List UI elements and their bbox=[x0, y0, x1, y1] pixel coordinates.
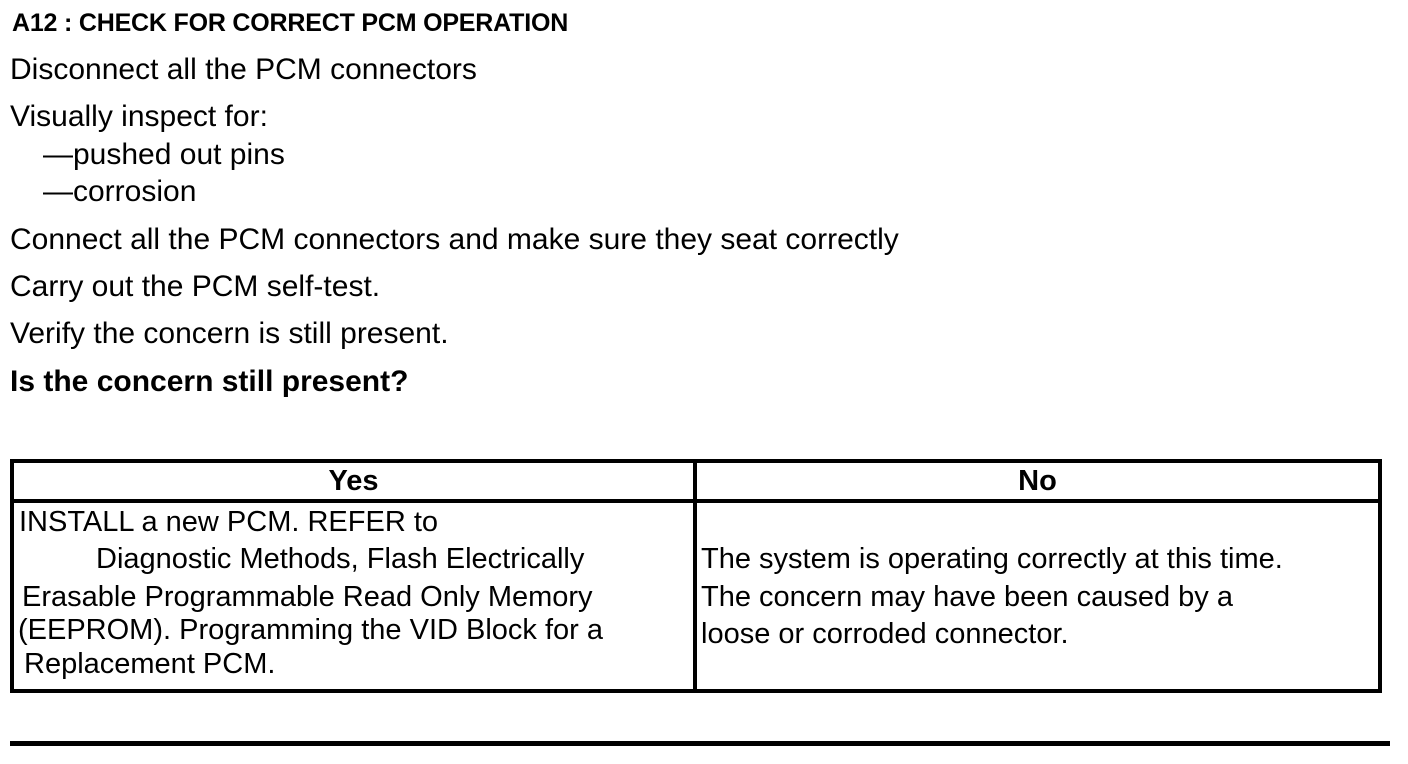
no-action-cell: The system is operating correctly at thi… bbox=[693, 499, 1382, 693]
no-action-line: The concern may have been caused by a bbox=[701, 581, 1233, 613]
step-connect: Connect all the PCM connectors and make … bbox=[10, 223, 899, 256]
yes-action-line: Diagnostic Methods, Flash Electrically bbox=[96, 543, 585, 575]
yes-action-cell: INSTALL a new PCM. REFER to Diagnostic M… bbox=[10, 499, 697, 693]
decision-question: Is the concern still present? bbox=[10, 365, 409, 398]
inspect-item-pins: —pushed out pins bbox=[43, 138, 285, 171]
yes-action-line: Erasable Programmable Read Only Memory bbox=[22, 581, 593, 613]
decision-header-row: Yes No bbox=[10, 459, 1382, 503]
yes-action-line: Replacement PCM. bbox=[24, 648, 276, 680]
step-inspect: Visually inspect for: bbox=[10, 100, 268, 133]
no-action-line: loose or corroded connector. bbox=[701, 618, 1069, 650]
step-verify: Verify the concern is still present. bbox=[10, 317, 449, 350]
section-divider bbox=[10, 741, 1390, 746]
decision-table: Yes No INSTALL a new PCM. REFER to Diagn… bbox=[10, 459, 1382, 693]
step-selftest: Carry out the PCM self-test. bbox=[10, 270, 381, 303]
step-disconnect: Disconnect all the PCM connectors bbox=[10, 53, 477, 86]
yes-header: Yes bbox=[10, 459, 697, 503]
procedure-heading: A12 : CHECK FOR CORRECT PCM OPERATION bbox=[12, 9, 569, 37]
inspect-item-corrosion: —corrosion bbox=[43, 175, 197, 208]
yes-action-line: (EEPROM). Programming the VID Block for … bbox=[18, 614, 603, 646]
no-header: No bbox=[693, 459, 1382, 503]
no-action-line: The system is operating correctly at thi… bbox=[701, 543, 1283, 575]
yes-action-line: INSTALL a new PCM. REFER to bbox=[19, 506, 439, 538]
decision-action-row: INSTALL a new PCM. REFER to Diagnostic M… bbox=[10, 499, 1382, 693]
